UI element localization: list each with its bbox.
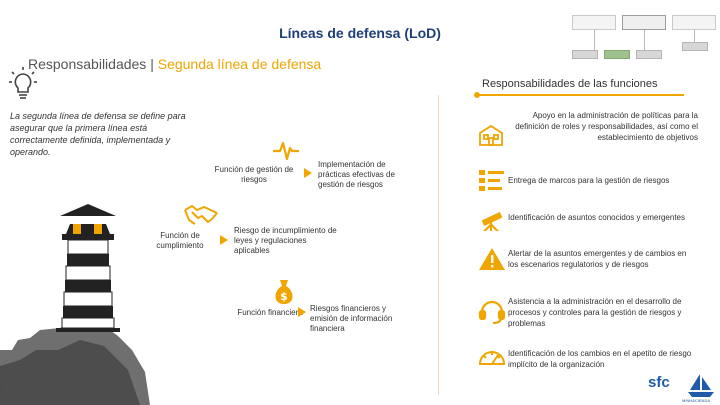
responsibility-item: Identificación de asuntos conocidos y em… (508, 213, 685, 222)
intro-text: La segunda línea de defensa se define pa… (10, 111, 186, 157)
responsibility-item: Asistencia a la administración en el des… (508, 297, 682, 328)
headset-icon (478, 300, 506, 324)
mini-node (604, 50, 630, 59)
sfc-logo: sfc (648, 374, 670, 391)
responsibilities-title: Responsabilidades de las funciones (482, 78, 658, 90)
mini-connector (644, 30, 645, 52)
responsibility-item: Identificación de los cambios en el apet… (508, 349, 692, 369)
vertical-divider (438, 95, 439, 395)
ship-logo-icon (688, 374, 714, 397)
mini-box (672, 15, 716, 30)
subtitle-accent: Segunda línea de defensa (157, 56, 322, 72)
page-title: Líneas de defensa (LoD) (279, 25, 441, 41)
handshake-icon (184, 205, 218, 225)
mini-connector (594, 30, 595, 52)
mini-box (622, 15, 666, 30)
mini-node (636, 50, 662, 59)
mini-node (682, 42, 708, 51)
responsibilities-underline (474, 92, 684, 98)
finance-function-description: Riesgos financieros y emisión de informa… (310, 304, 393, 333)
money-bag-icon: $ (275, 280, 293, 304)
arrow-right-icon (298, 307, 306, 317)
checklist-icon (479, 170, 504, 191)
mini-connector (694, 30, 695, 44)
subtitle-main: Responsabilidades (28, 56, 147, 72)
compliance-function-description: Riesgo de incumplimiento de leyes y regu… (234, 226, 337, 255)
arrow-right-icon (304, 168, 312, 178)
responsibility-item: Apoyo en la administración de políticas … (515, 111, 698, 142)
logo-caption: MINHACIENDA (682, 398, 711, 403)
mini-diagram (570, 12, 718, 64)
arrow-right-icon (220, 235, 228, 245)
svg-text:$: $ (280, 290, 288, 303)
lightbulb-icon (9, 67, 37, 99)
heartbeat-icon (273, 141, 299, 161)
building-icon (479, 124, 503, 146)
warning-icon (479, 248, 505, 270)
subtitle-separator: | (146, 56, 158, 72)
mini-box (572, 15, 616, 30)
finance-function-label: Función financiera (237, 308, 303, 317)
responsibility-item: Entrega de marcos para la gestión de rie… (508, 176, 670, 185)
section-subtitle: Responsabilidades | Segunda línea de def… (28, 56, 321, 72)
compliance-function-label: Función de cumplimiento (156, 231, 204, 250)
lighthouse-illustration (0, 204, 150, 405)
logo-text: sfc (648, 374, 670, 391)
risk-function-label: Función de gestión de riesgos (214, 165, 294, 184)
risk-function-description: Implementación de prácticas efectivas de… (318, 160, 395, 189)
gauge-icon (478, 351, 506, 365)
responsibility-item: Alertar de la asuntos emergentes y de ca… (508, 249, 687, 269)
telescope-icon (481, 212, 503, 231)
page-number: 25 (4, 389, 10, 395)
mini-node (572, 50, 598, 59)
